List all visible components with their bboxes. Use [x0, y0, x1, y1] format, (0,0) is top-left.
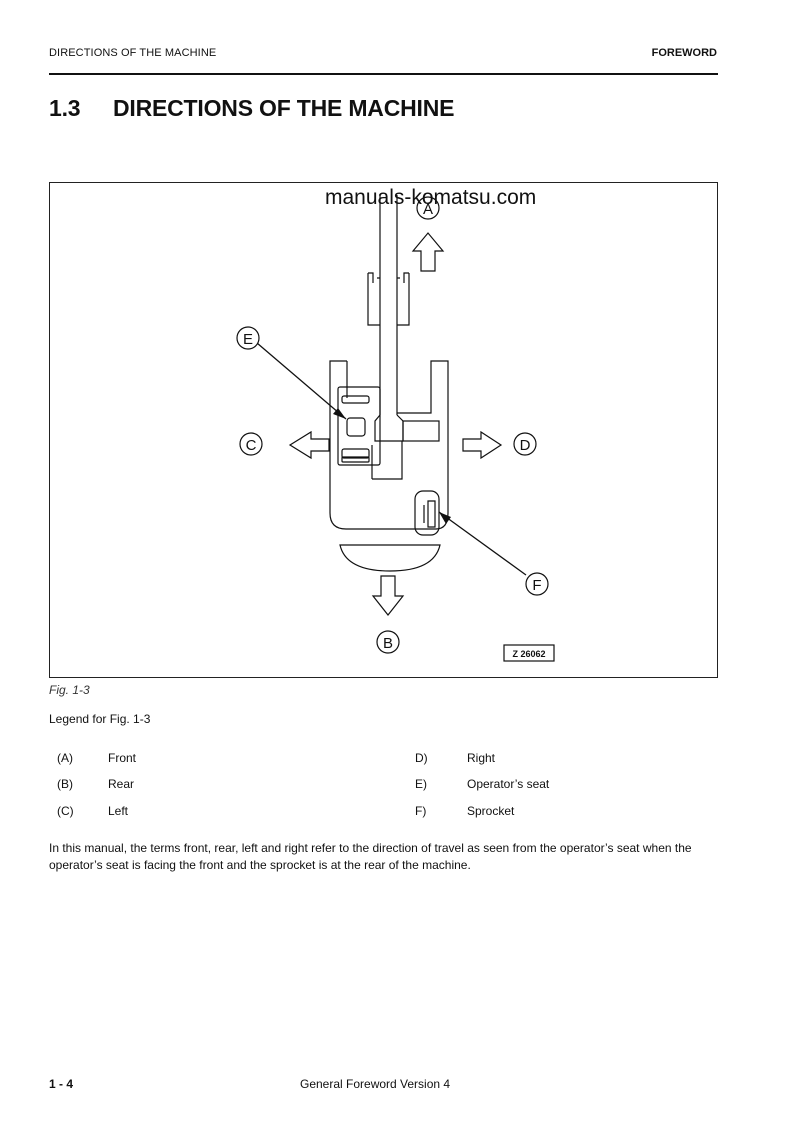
- figure-code-box: [503, 644, 555, 662]
- legend-title: Legend for Fig. 1-3: [49, 712, 151, 726]
- machine-body: [329, 360, 449, 530]
- callout-label-d: D: [520, 437, 531, 454]
- legend-text-c: Left: [108, 804, 129, 818]
- header-divider: [49, 73, 718, 75]
- callout-label-a: A: [423, 201, 433, 218]
- callout-circle-e: [236, 326, 260, 350]
- attachment-right: [397, 272, 410, 326]
- leader-f-arrowhead: [439, 512, 451, 524]
- sprocket-icon: [423, 500, 436, 528]
- right-housing: [402, 420, 440, 442]
- legend-text-f: Sprocket: [467, 804, 515, 818]
- figure-code: Z 26062: [512, 649, 545, 659]
- legend-text-e: Operator’s seat: [467, 777, 550, 791]
- figure-frame: A B C D E F Z 26062: [49, 182, 718, 678]
- legend-key-c: (C): [57, 804, 74, 818]
- legend-text-d: Right: [467, 751, 496, 765]
- section-heading: 1.3 DIRECTIONS OF THE MACHINE: [49, 95, 454, 122]
- sprocket-housing: [414, 490, 440, 536]
- boom-pivot: [372, 441, 403, 480]
- callout-label-f: F: [532, 577, 541, 594]
- seat-cushion: [346, 417, 366, 437]
- legend-key-a: (A): [57, 751, 73, 765]
- callout-circle-b: [376, 630, 400, 654]
- callout-label-b: B: [383, 635, 393, 652]
- leader-e: [256, 342, 347, 420]
- boom-foot: [374, 414, 404, 442]
- watermark-text: manuals-komatsu.com: [325, 186, 537, 209]
- body-paragraph: In this manual, the terms front, rear, l…: [49, 841, 692, 872]
- section-number: 1.3: [49, 95, 81, 121]
- section-title: DIRECTIONS OF THE MACHINE: [113, 95, 455, 121]
- footer-version: General Foreword Version 4: [300, 1077, 451, 1091]
- running-header-title: DIRECTIONS OF THE MACHINE: [49, 47, 217, 59]
- page-number: 1 - 4: [49, 1077, 74, 1091]
- callout-label-c: C: [246, 437, 257, 454]
- seat-back: [341, 395, 370, 404]
- counterweight: [339, 544, 441, 572]
- legend-text-b: Rear: [108, 777, 135, 791]
- legend-key-e: E): [415, 777, 427, 791]
- running-header-section: FOREWORD: [651, 47, 717, 59]
- callout-circle-a: [416, 196, 440, 220]
- seat-base-2: [341, 456, 370, 463]
- callout-circle-d: [513, 432, 537, 456]
- boom-outline: [379, 195, 398, 415]
- leader-f: [438, 511, 527, 576]
- arrow-left: [288, 430, 330, 460]
- legend-key-d: D): [415, 751, 428, 765]
- legend-text-a: Front: [108, 751, 137, 765]
- arrow-right: [462, 430, 503, 460]
- callout-label-e: E: [243, 331, 253, 348]
- callout-circle-f: [525, 572, 549, 596]
- legend-key-f: F): [415, 804, 427, 818]
- callout-circle-c: [239, 432, 263, 456]
- seat-base: [341, 448, 370, 459]
- cab-outline: [337, 386, 381, 466]
- legend-key-b: (B): [57, 777, 73, 791]
- arrow-front: [411, 232, 445, 272]
- figure-caption: Fig. 1-3: [49, 683, 90, 697]
- machine-direction-diagram: A B C D E F Z 26062: [236, 195, 555, 662]
- leader-e-arrowhead: [333, 408, 346, 419]
- arrow-rear: [371, 575, 405, 616]
- attachment-left: [367, 272, 380, 326]
